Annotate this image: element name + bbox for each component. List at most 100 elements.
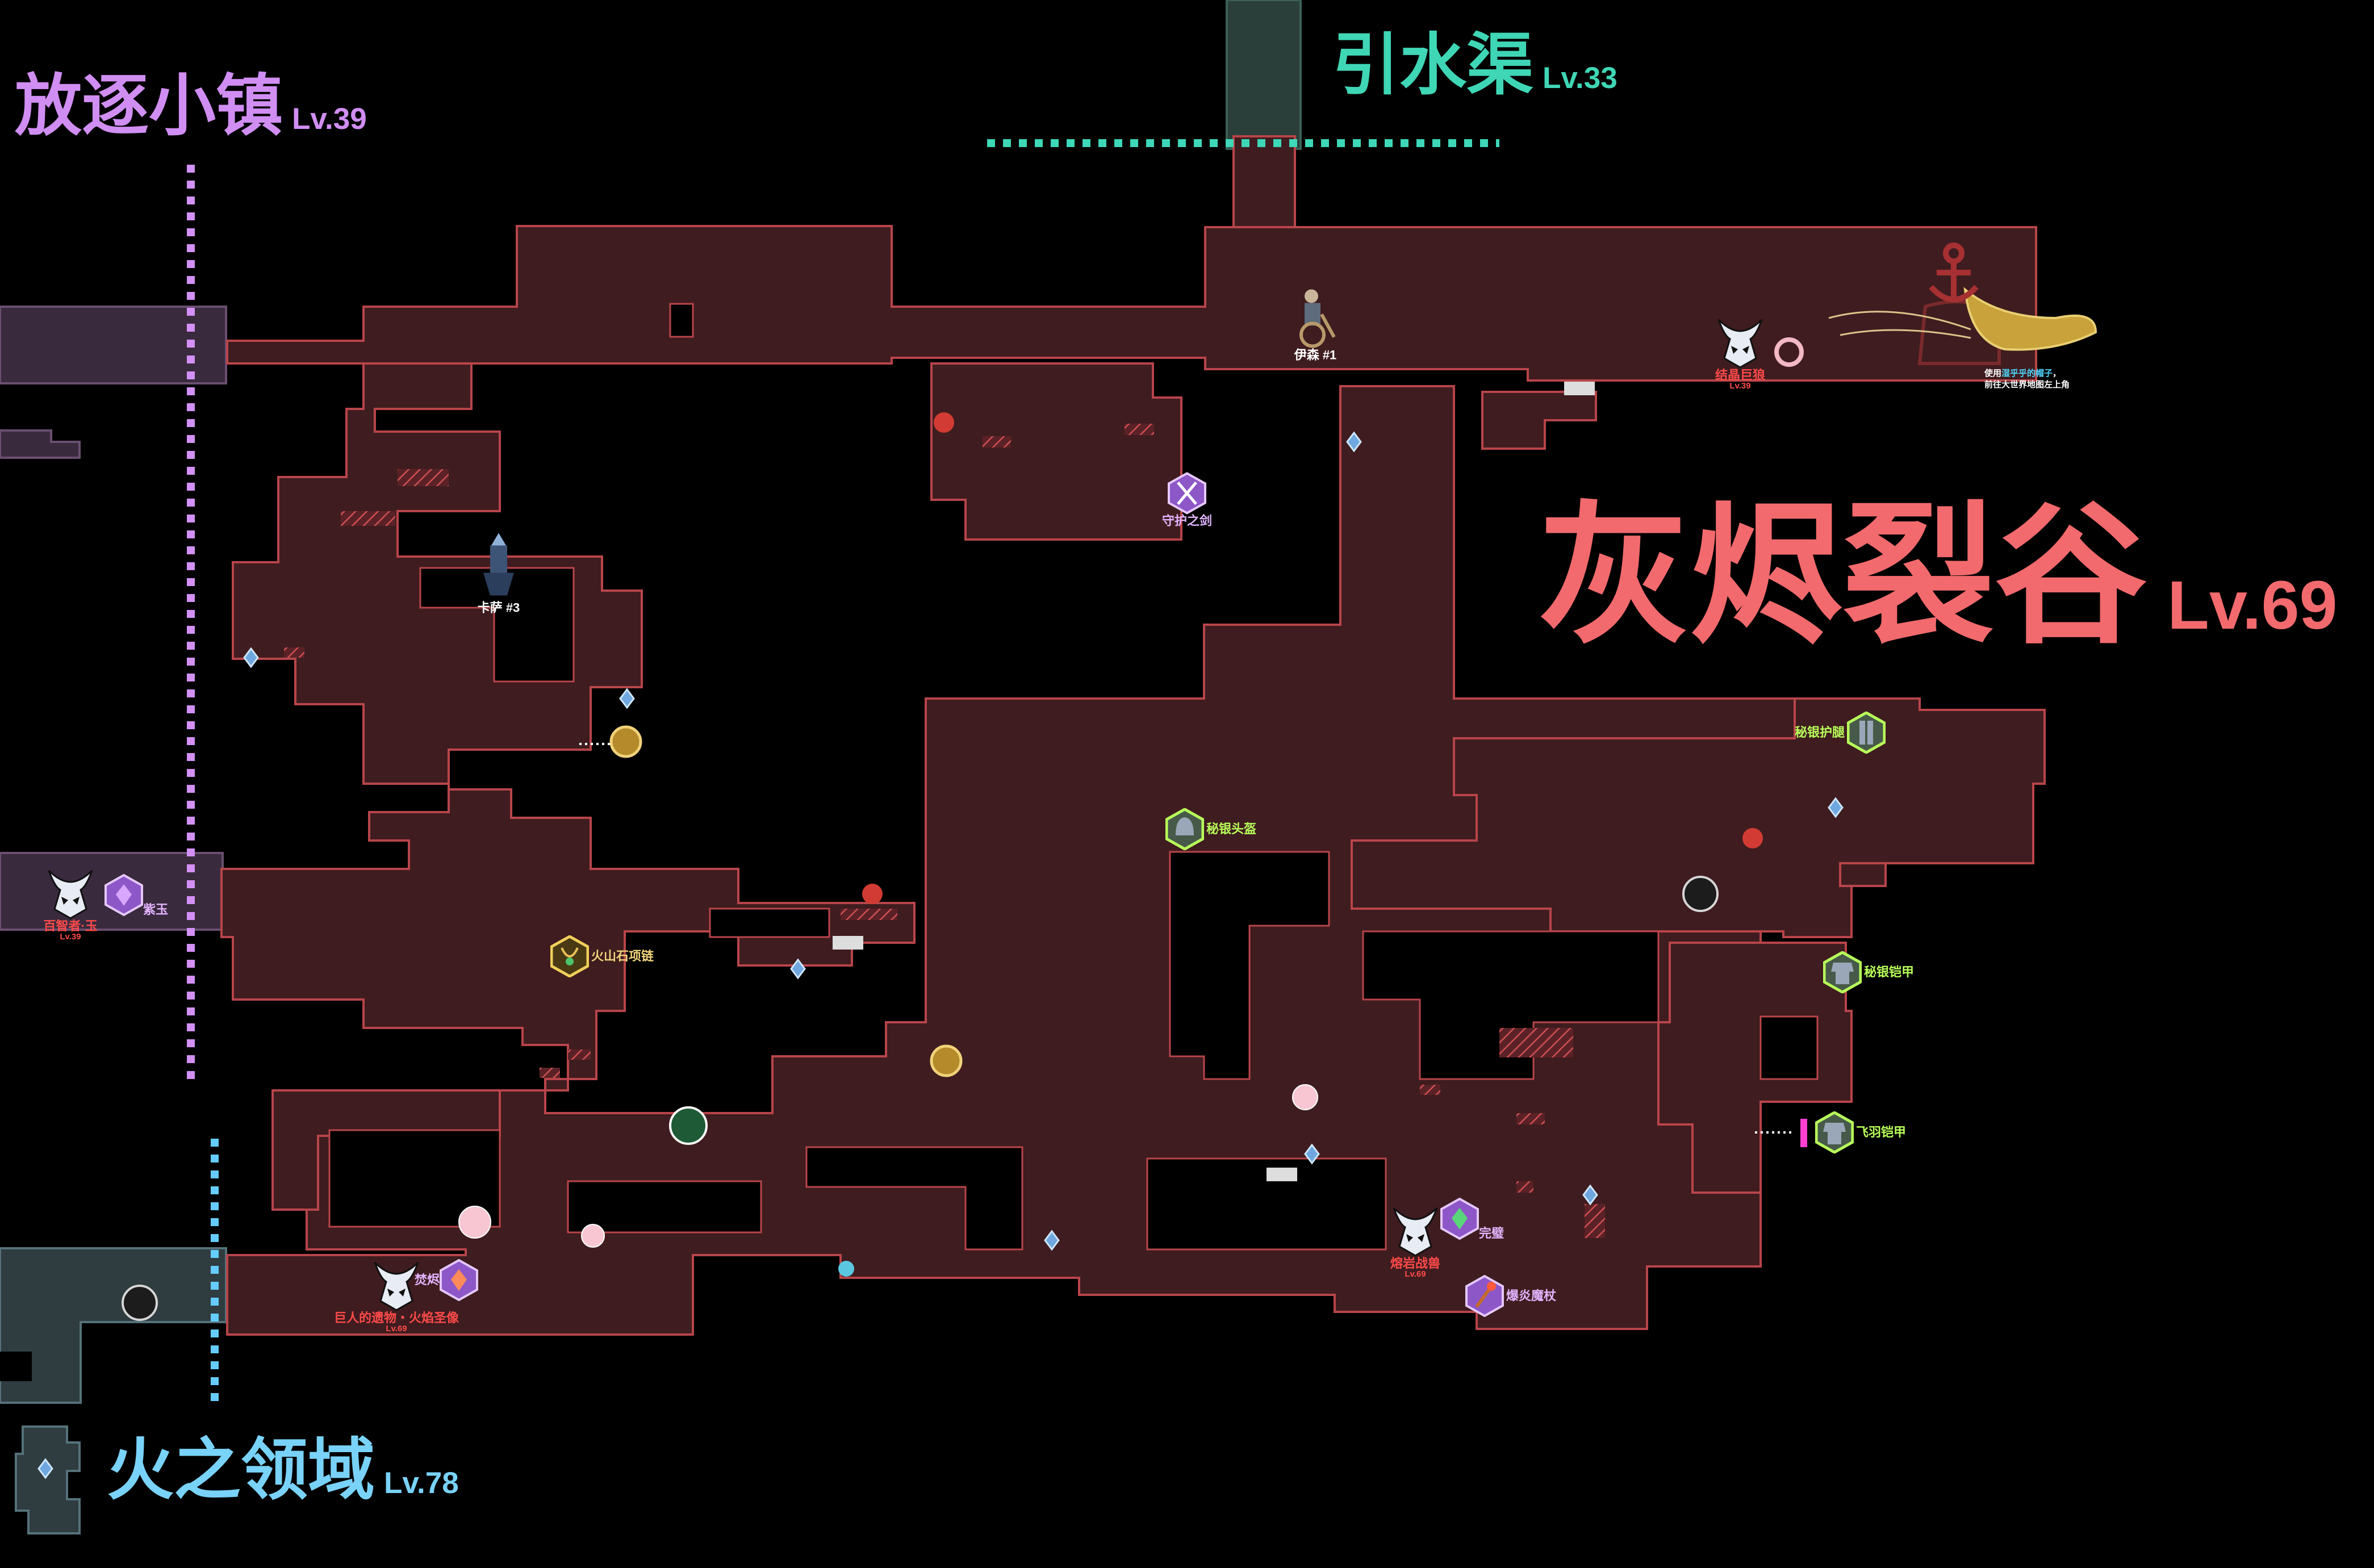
crystal-icon bbox=[37, 1458, 53, 1479]
npc-yiren-label: 伊森 #1 bbox=[1294, 348, 1337, 362]
fire-domain-name: 火之领域 bbox=[107, 1433, 375, 1508]
demon-skull-icon bbox=[48, 869, 93, 919]
demon-skull-icon bbox=[374, 1261, 419, 1311]
ring-icon bbox=[1774, 337, 1804, 367]
ship-note-prefix: 使用 bbox=[1984, 369, 2002, 378]
item-feather-armor[interactable]: 飞羽铠甲 bbox=[1815, 1111, 1906, 1153]
ship-note-suffix: ， bbox=[2053, 369, 2062, 378]
ship-travel-note: 使用湿乎乎的帽子， 前往大世界地图左上角 bbox=[1984, 368, 2070, 391]
exile-town-level: Lv.39 bbox=[291, 102, 367, 136]
anchor-icon bbox=[1929, 242, 1979, 303]
crystal-icon bbox=[1044, 1230, 1060, 1251]
fire-domain-level: Lv.78 bbox=[383, 1466, 459, 1500]
demon-skull-icon bbox=[1393, 1207, 1438, 1257]
boss-baizhi-yu[interactable]: 百智者·玉 Lv.39 bbox=[43, 867, 98, 941]
crystal-icon bbox=[243, 647, 259, 668]
item-mithril-armor-label: 秘银铠甲 bbox=[1863, 965, 1915, 980]
crystal-icon bbox=[790, 958, 806, 980]
gem-item-icon bbox=[104, 874, 143, 916]
coin-icon bbox=[930, 1044, 963, 1077]
tree-shrine-icon bbox=[669, 1106, 708, 1145]
portal-icon bbox=[1682, 876, 1719, 912]
boss-baizhi-yu-level: Lv.39 bbox=[60, 932, 81, 942]
gem-item-icon bbox=[440, 1259, 479, 1301]
cave-walls bbox=[328, 303, 1819, 1251]
potion-icon bbox=[934, 412, 954, 433]
boss-lava-beast[interactable]: 熔岩战兽 Lv.69 bbox=[1388, 1205, 1443, 1278]
item-mithril-helmet[interactable]: 秘银头盔 bbox=[1165, 808, 1256, 850]
demon-skull-icon bbox=[1717, 319, 1763, 369]
necklace-item-icon bbox=[550, 935, 589, 977]
crystal-icon bbox=[1304, 1143, 1320, 1165]
greaves-item-icon bbox=[1847, 712, 1886, 754]
boss-crystal-wolf-name: 结晶巨狼 bbox=[1715, 367, 1765, 382]
item-mithril-armor[interactable]: 秘银铠甲 bbox=[1823, 951, 1914, 993]
item-purple-jade[interactable]: 紫玉 bbox=[104, 874, 169, 917]
npc-kasa[interactable]: 卡萨 #3 bbox=[473, 533, 524, 614]
exile-town-name: 放逐小镇 bbox=[15, 69, 283, 144]
transition-paths bbox=[187, 139, 1499, 1403]
armor-item-icon bbox=[1815, 1111, 1854, 1153]
boss-lava-beast-level: Lv.69 bbox=[1405, 1269, 1426, 1280]
npc-yiren[interactable]: 伊森 #1 bbox=[1290, 286, 1341, 362]
potion-icon bbox=[1742, 828, 1763, 848]
crystal-icon bbox=[1828, 797, 1844, 818]
ashen-rift-area bbox=[220, 135, 2046, 1336]
boss-giant-relic-name: 巨人的遗物・火焰圣像 bbox=[333, 1310, 459, 1325]
boss-giant-relic[interactable]: 巨人的遗物・火焰圣像 Lv.69 bbox=[334, 1259, 459, 1333]
item-perfect-wall[interactable]: 完璧 bbox=[1440, 1198, 1504, 1240]
item-fenjin-label: 焚烬 bbox=[414, 1273, 440, 1287]
current-region-name: 灰烬裂谷 bbox=[1538, 491, 2147, 661]
flower-icon bbox=[458, 1206, 491, 1239]
item-volcano-necklace[interactable]: 火山石项链 bbox=[550, 935, 654, 977]
crystal-icon bbox=[1582, 1184, 1598, 1206]
up-gate-icon bbox=[1564, 382, 1595, 395]
helmet-item-icon bbox=[1165, 808, 1204, 850]
gate-markers bbox=[833, 382, 1595, 1181]
item-fenjin[interactable]: 焚烬 bbox=[414, 1259, 479, 1301]
item-mithril-helmet-label: 秘银头盔 bbox=[1206, 822, 1257, 837]
ship-note-highlight: 湿乎乎的帽子 bbox=[2001, 369, 2053, 378]
staff-item-icon bbox=[1465, 1275, 1504, 1317]
item-volcano-necklace-label: 火山石项链 bbox=[591, 949, 654, 964]
knight-npc-icon bbox=[483, 533, 514, 596]
flower-icon bbox=[581, 1224, 605, 1248]
wheelchair-npc-icon bbox=[1299, 289, 1336, 348]
item-perfect-wall-label: 完璧 bbox=[1478, 1226, 1504, 1240]
item-mithril-greaves[interactable]: 秘银护腿 bbox=[1795, 712, 1886, 754]
boss-lava-beast-name: 熔岩战兽 bbox=[1390, 1256, 1440, 1270]
crystal-icon bbox=[619, 688, 635, 709]
potion-icon bbox=[838, 1261, 854, 1277]
canal-level: Lv.33 bbox=[1542, 61, 1618, 95]
magenta-gate bbox=[1800, 1119, 1807, 1147]
hazard-blocks bbox=[284, 424, 1605, 1238]
item-guard-sword-label: 守护之剑 bbox=[1161, 513, 1213, 528]
armor-item-icon bbox=[1823, 951, 1862, 993]
boss-crystal-wolf-level: Lv.39 bbox=[1729, 381, 1751, 391]
npc-kasa-label: 卡萨 #3 bbox=[477, 600, 520, 615]
boss-baizhi-yu-name: 百智者·玉 bbox=[43, 918, 98, 933]
ship-travel-note-line1: 使用湿乎乎的帽子， bbox=[1984, 368, 2070, 379]
crystal-icon bbox=[1346, 431, 1362, 453]
flower-icons bbox=[458, 337, 1804, 1248]
item-blast-staff[interactable]: 爆炎魔杖 bbox=[1465, 1275, 1556, 1317]
gem-item-icon bbox=[1440, 1198, 1479, 1240]
boss-giant-relic-level: Lv.69 bbox=[386, 1324, 407, 1334]
potion-icons bbox=[838, 412, 1763, 1277]
crystal-icons bbox=[37, 431, 1844, 1479]
boss-crystal-wolf[interactable]: 结晶巨狼 Lv.39 bbox=[1713, 316, 1767, 390]
ship-icon bbox=[1828, 287, 2097, 365]
item-purple-jade-label: 紫玉 bbox=[143, 902, 169, 917]
fire-domain-area bbox=[0, 1247, 227, 1534]
down-gate-icon bbox=[833, 936, 863, 950]
coin-icons bbox=[609, 725, 963, 1077]
item-mithril-greaves-label: 秘银护腿 bbox=[1794, 725, 1845, 740]
item-feather-armor-label: 飞羽铠甲 bbox=[1855, 1125, 1907, 1140]
item-guard-sword[interactable]: 守护之剑 bbox=[1161, 472, 1213, 528]
item-blast-staff-label: 爆炎魔杖 bbox=[1506, 1289, 1557, 1303]
